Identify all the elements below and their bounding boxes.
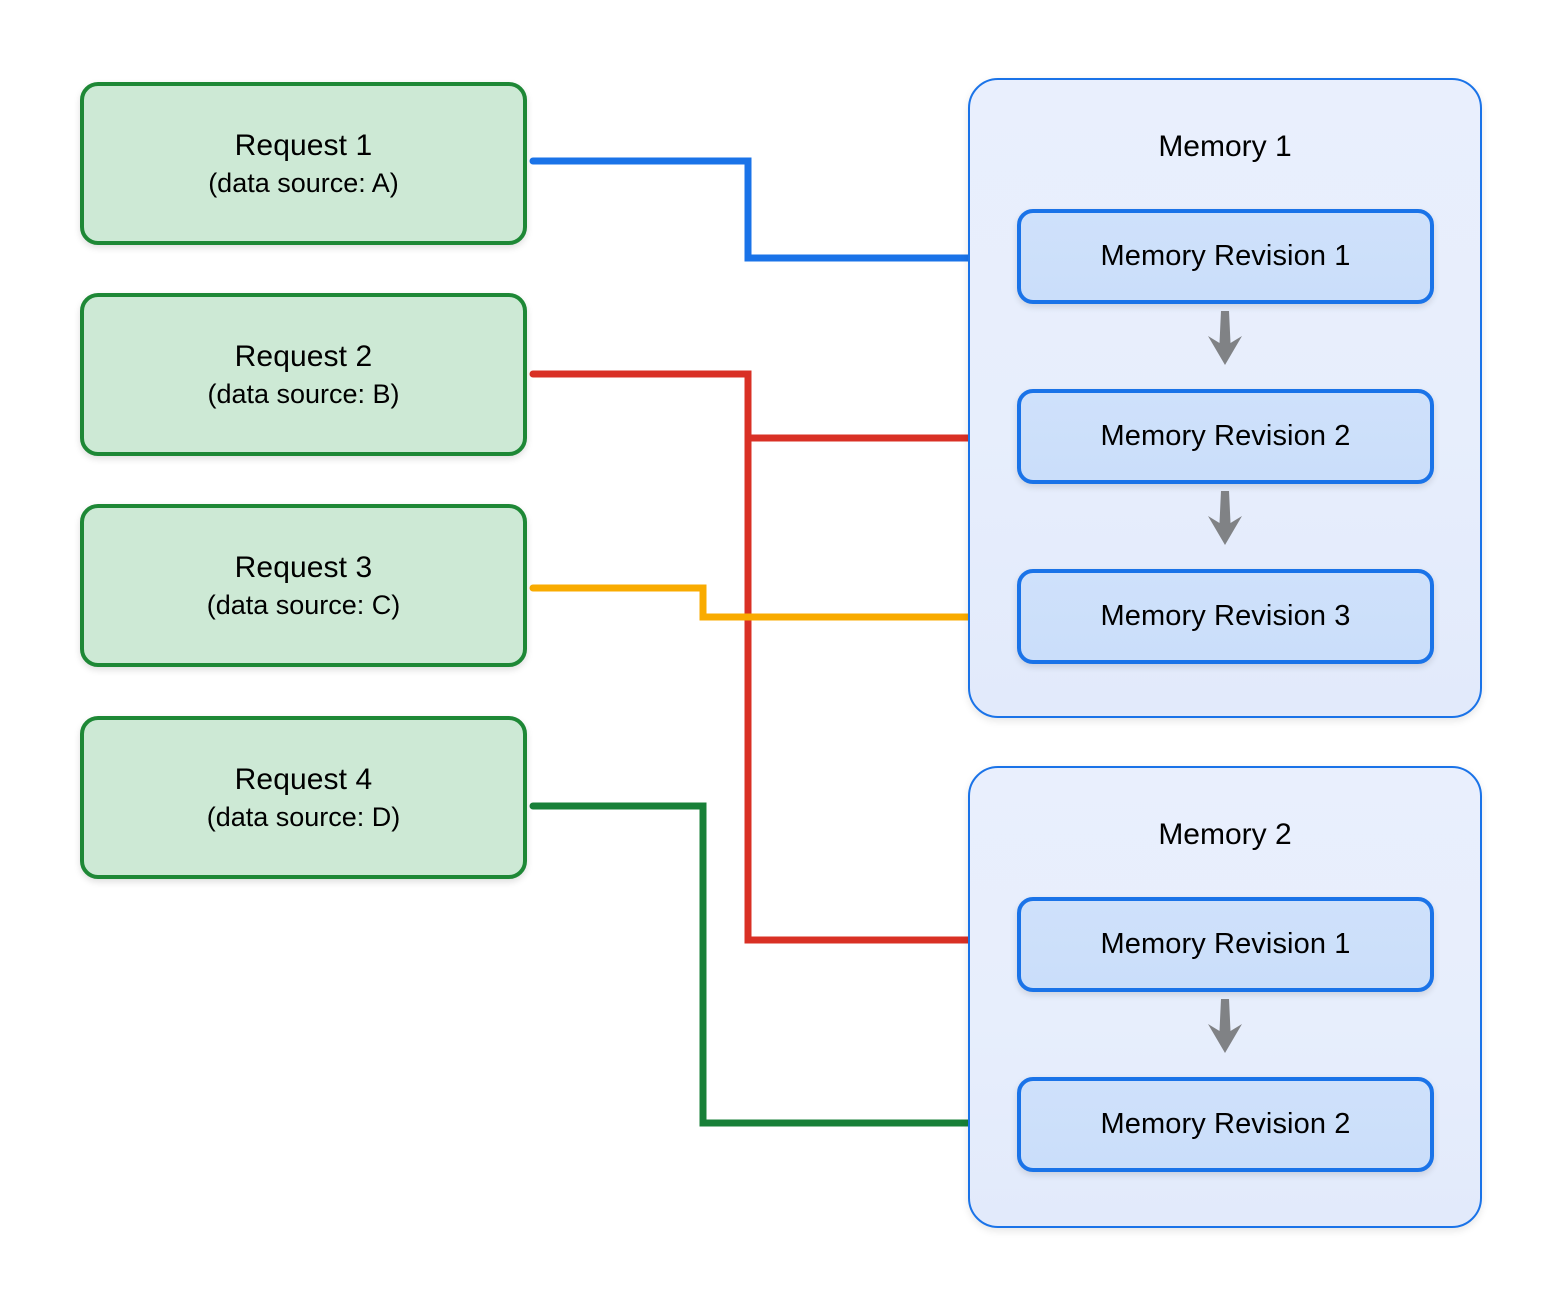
request-subtitle: (data source: D) (206, 801, 401, 832)
connector-request2-trunk (529, 370, 989, 944)
memory-container-2[interactable]: Memory 2 Memory Revision 1 Memory Revisi… (968, 766, 1482, 1228)
revision-step-down-arrow-icon (1208, 999, 1242, 1053)
memory-revision-label: Memory Revision 2 (1100, 420, 1351, 452)
memory-container-1[interactable]: Memory 1 Memory Revision 1 Memory Revisi… (968, 78, 1482, 718)
connector-request1-to-m1r1 (529, 157, 989, 262)
memory-revision-box[interactable]: Memory Revision 3 (1017, 569, 1434, 664)
request-title: Request 1 (234, 129, 373, 163)
connector-request3-to-m1r3 (529, 584, 989, 621)
memory-revision-label: Memory Revision 3 (1100, 600, 1351, 632)
request-subtitle: (data source: B) (207, 378, 400, 409)
memory-title: Memory 1 (1158, 130, 1292, 163)
request-box-1[interactable]: Request 1 (data source: A) (80, 82, 527, 245)
memory-revision-box[interactable]: Memory Revision 1 (1017, 209, 1434, 304)
request-box-3[interactable]: Request 3 (data source: C) (80, 504, 527, 667)
memory-revision-label: Memory Revision 2 (1100, 1108, 1351, 1140)
request-title: Request 4 (234, 763, 373, 797)
revision-step-down-arrow-icon (1208, 491, 1242, 545)
request-title: Request 3 (234, 551, 373, 585)
memory-revision-box[interactable]: Memory Revision 1 (1017, 897, 1434, 992)
connector-request4-to-m2r2 (529, 802, 989, 1127)
request-box-2[interactable]: Request 2 (data source: B) (80, 293, 527, 456)
memory-title: Memory 2 (1158, 818, 1292, 851)
request-title: Request 2 (234, 340, 373, 374)
memory-revision-label: Memory Revision 1 (1100, 928, 1351, 960)
memory-revision-box[interactable]: Memory Revision 2 (1017, 389, 1434, 484)
request-subtitle: (data source: A) (208, 167, 399, 198)
memory-revision-label: Memory Revision 1 (1100, 240, 1351, 272)
request-box-4[interactable]: Request 4 (data source: D) (80, 716, 527, 879)
request-subtitle: (data source: C) (206, 589, 401, 620)
memory-revision-box[interactable]: Memory Revision 2 (1017, 1077, 1434, 1172)
revision-step-down-arrow-icon (1208, 311, 1242, 365)
